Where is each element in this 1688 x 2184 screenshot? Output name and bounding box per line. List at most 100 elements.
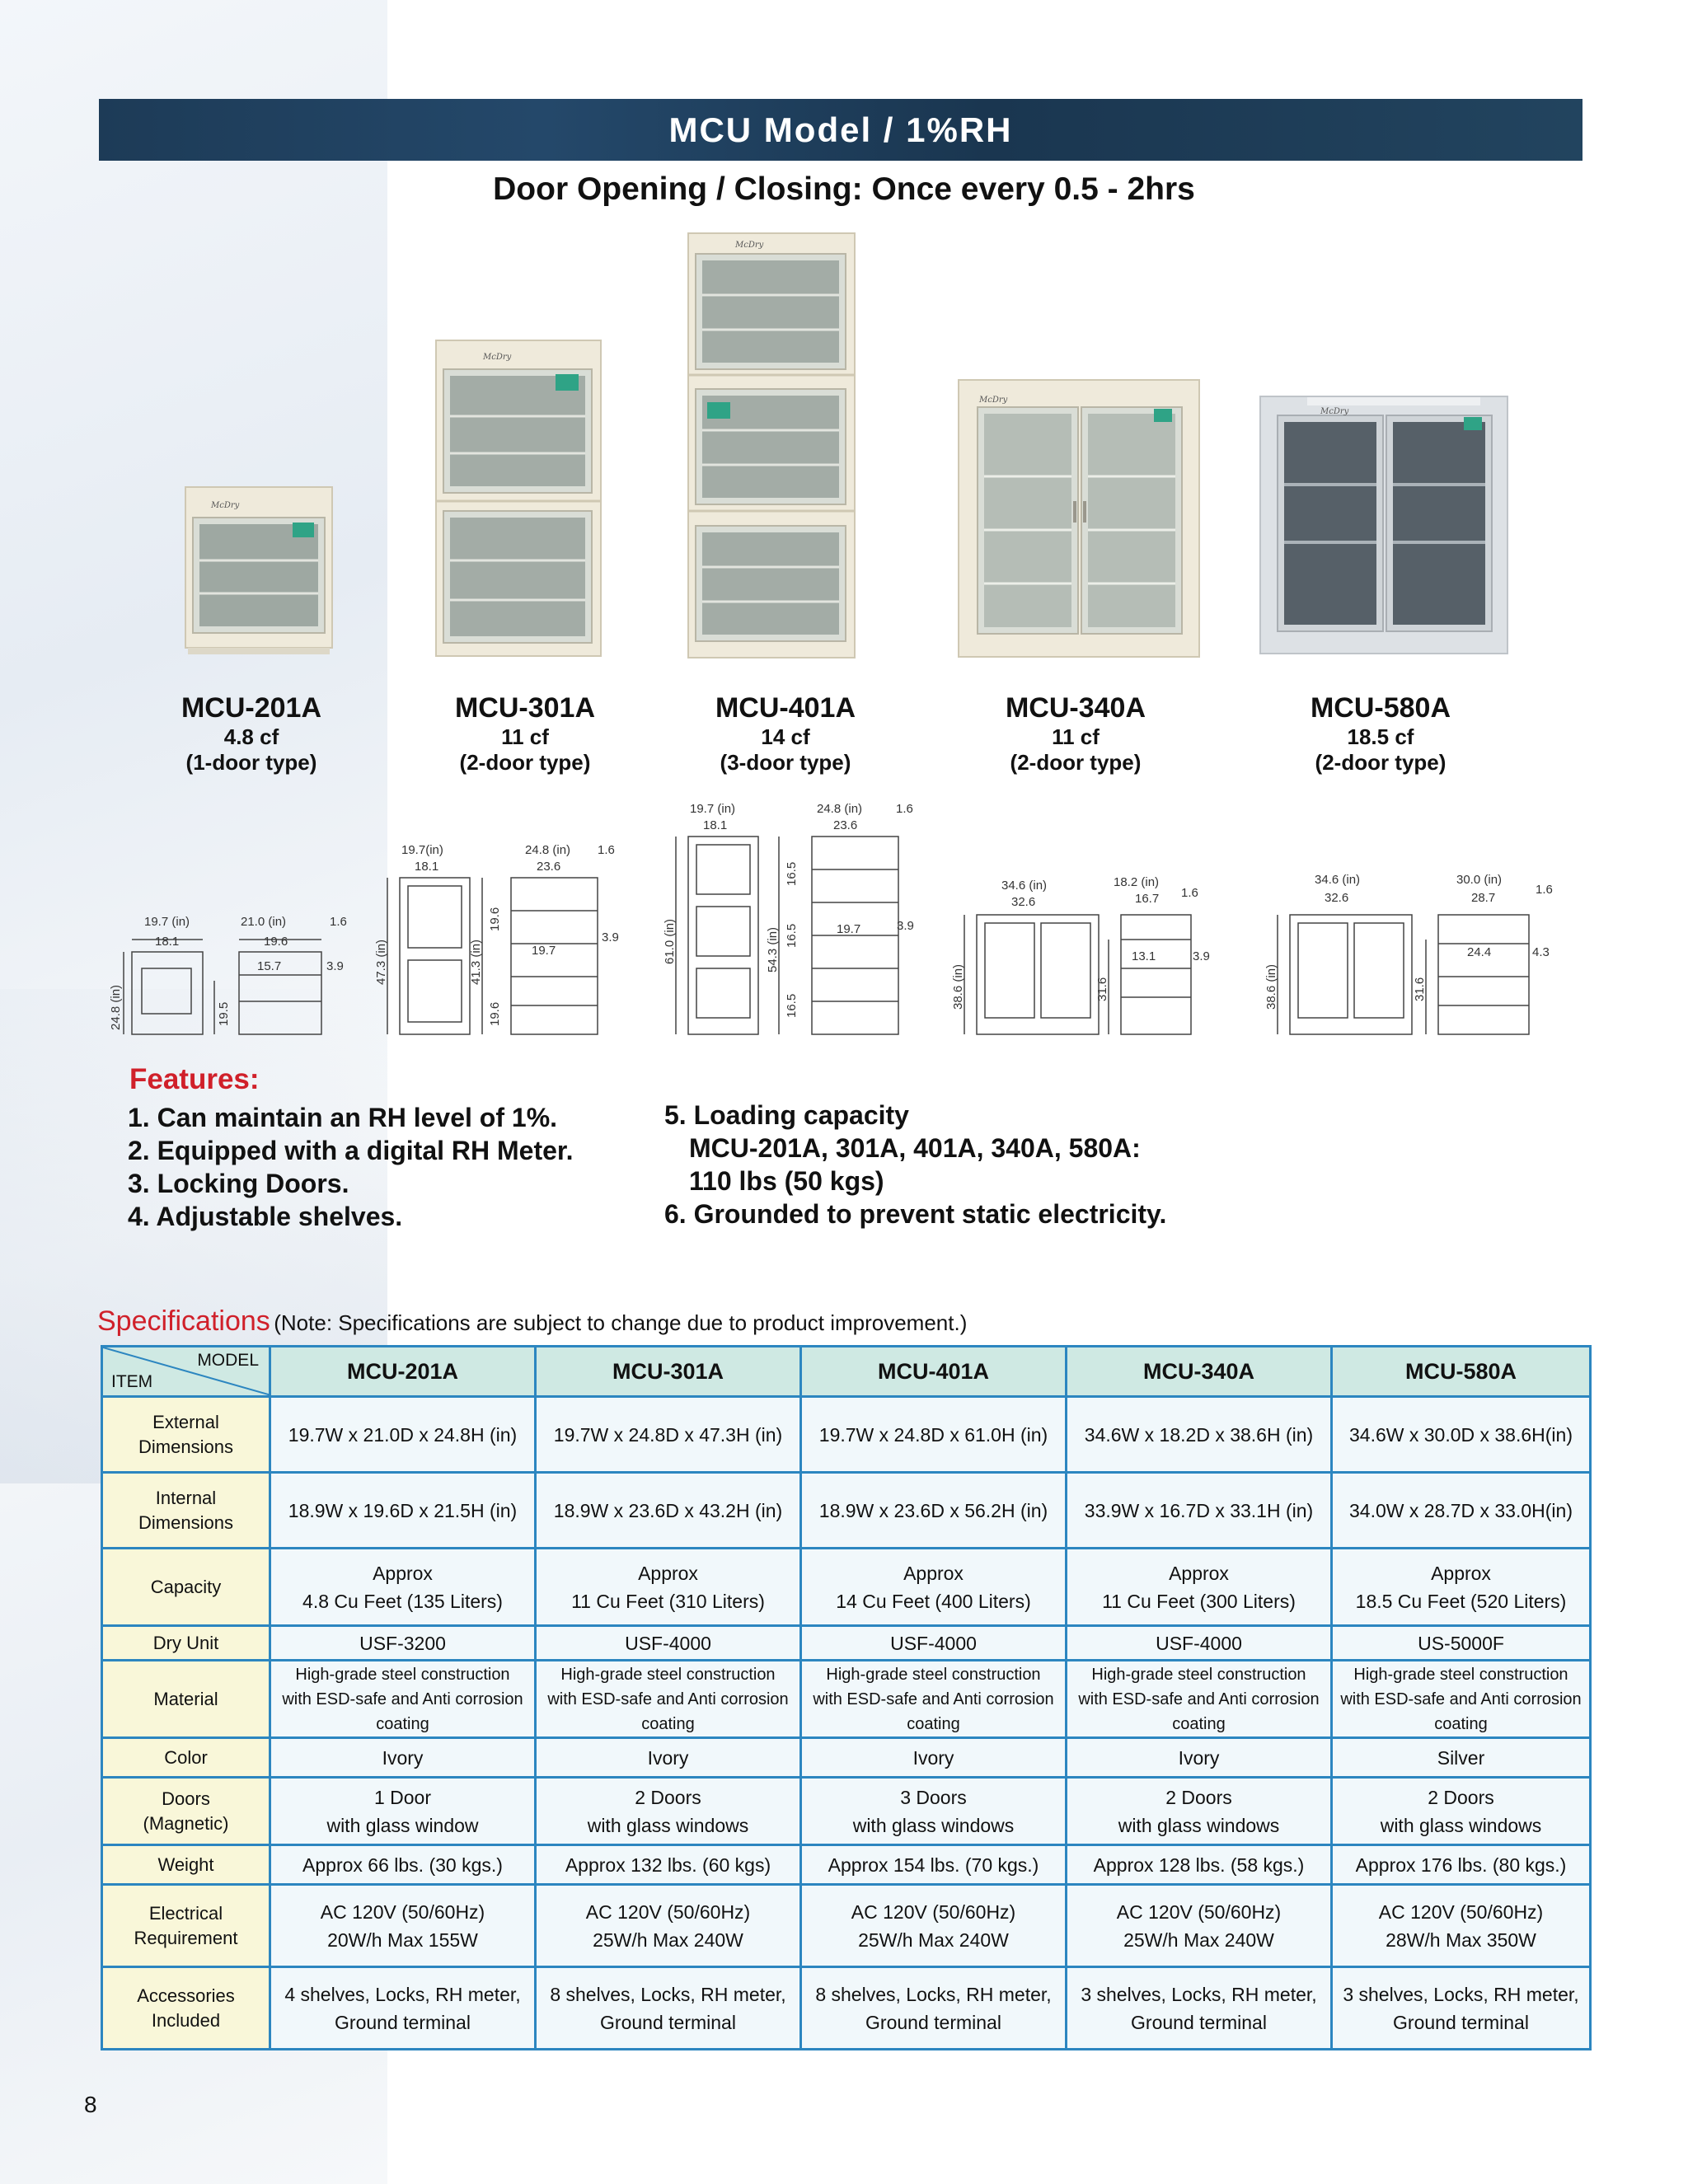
table-cell: US-5000F bbox=[1330, 1624, 1592, 1661]
dim-label: 23.6 bbox=[537, 860, 560, 874]
brand-logo: McDry bbox=[1320, 407, 1349, 416]
cell-line: with ESD-safe and Anti corrosion coating bbox=[282, 1690, 523, 1733]
table-cell: 18.9W x 19.6D x 21.5H (in) bbox=[269, 1471, 537, 1549]
dim-label: 16.7 bbox=[1135, 892, 1159, 906]
cell-line: AC 120V (50/60Hz) bbox=[1116, 1900, 1282, 1923]
table-cell: Approx 154 lbs. (70 kgs.) bbox=[799, 1844, 1067, 1886]
table-cell: AC 120V (50/60Hz)20W/h Max 155W bbox=[269, 1883, 537, 1968]
table-cell: AC 120V (50/60Hz)25W/h Max 240W bbox=[534, 1883, 802, 1968]
model-name: MCU-401A bbox=[715, 692, 856, 724]
cell-line: AC 120V (50/60Hz) bbox=[851, 1900, 1016, 1923]
cell-line: 18.9W x 23.6D x 43.2H (in) bbox=[553, 1499, 783, 1521]
model-capacity: 14 cf bbox=[761, 724, 810, 749]
cell-line: AC 120V (50/60Hz) bbox=[1378, 1900, 1544, 1923]
dim-label: 1.6 bbox=[896, 802, 913, 816]
dim-label: 13.1 bbox=[1132, 949, 1156, 963]
column-header: MCU-580A bbox=[1330, 1345, 1592, 1398]
cell-line: 25W/h Max 240W bbox=[593, 1929, 743, 1951]
table-header-row: MODEL ITEM MCU-201A MCU-301A MCU-401A MC… bbox=[101, 1345, 1592, 1398]
cabinet-image-mcu-340a: McDry bbox=[958, 379, 1200, 658]
dim-label: 38.6 (in) bbox=[951, 964, 965, 1010]
row-label-line: Accessories bbox=[137, 1985, 235, 2006]
cell-line: 3 shelves, Locks, RH meter, bbox=[1081, 1983, 1317, 2005]
dim-label: 41.3 (in) bbox=[469, 940, 483, 985]
specifications-heading: Specifications (Note: Specifications are… bbox=[97, 1305, 967, 1338]
cell-line: USF-4000 bbox=[890, 1632, 977, 1654]
column-header: MCU-340A bbox=[1065, 1345, 1333, 1398]
dim-label: 24.4 bbox=[1467, 945, 1491, 959]
page-title: MCU Model / 1%RH bbox=[668, 110, 1013, 149]
cell-line: Approx 176 lbs. (80 kgs.) bbox=[1355, 1854, 1567, 1876]
table-cell: AC 120V (50/60Hz)28W/h Max 350W bbox=[1330, 1883, 1592, 1968]
model-name: MCU-580A bbox=[1310, 692, 1451, 724]
row-label-line: Color bbox=[164, 1746, 208, 1768]
cell-line: 8 shelves, Locks, RH meter, bbox=[550, 1983, 786, 2005]
cell-line: Ivory bbox=[647, 1746, 689, 1769]
cell-line: 34.0W x 28.7D x 33.0H(in) bbox=[1348, 1499, 1573, 1521]
row-label: Color bbox=[101, 1736, 271, 1779]
cell-line: 2 Doors bbox=[1428, 1786, 1494, 1808]
cell-line: 14 Cu Feet (400 Liters) bbox=[836, 1590, 1031, 1612]
cell-line: with ESD-safe and Anti corrosion coating bbox=[813, 1690, 1054, 1733]
cell-line: USF-4000 bbox=[625, 1632, 711, 1654]
cell-line: 34.6W x 30.0D x 38.6H(in) bbox=[1348, 1423, 1573, 1446]
subtitle: Door Opening / Closing: Once every 0.5 -… bbox=[493, 171, 1195, 207]
dim-label: 3.9 bbox=[1193, 949, 1210, 963]
dim-label: 15.7 bbox=[257, 959, 281, 973]
row-label-line: (Magnetic) bbox=[143, 1812, 229, 1834]
dim-label: 19.6 bbox=[488, 907, 502, 931]
cell-line: with glass windows bbox=[1380, 1814, 1542, 1836]
features-title: Features: bbox=[129, 1063, 260, 1095]
cell-line: 18.5 Cu Feet (520 Liters) bbox=[1355, 1590, 1567, 1612]
row-label: Weight bbox=[101, 1844, 271, 1886]
dim-label: 18.1 bbox=[415, 860, 438, 874]
model-capacity: 11 cf bbox=[501, 724, 549, 749]
row-label-line: Dimensions bbox=[138, 1511, 233, 1533]
dim-label: 19.7 bbox=[532, 944, 556, 958]
cell-line: Approx 66 lbs. (30 kgs.) bbox=[302, 1854, 503, 1876]
feature-item: MCU-201A, 301A, 401A, 340A, 580A: bbox=[689, 1133, 1141, 1163]
row-label: Doors(Magnetic) bbox=[101, 1776, 271, 1846]
dim-label: 30.0 (in) bbox=[1456, 873, 1502, 887]
brand-logo: McDry bbox=[978, 396, 1008, 405]
cell-line: Approx bbox=[638, 1562, 698, 1584]
feature-item: 4. Adjustable shelves. bbox=[128, 1202, 403, 1231]
table-cell: 19.7W x 21.0D x 24.8H (in) bbox=[269, 1395, 537, 1474]
dim-label: 31.6 bbox=[1095, 977, 1109, 1001]
cell-line: 1 Door bbox=[373, 1786, 432, 1808]
dimension-drawing-mcu-340a: 34.6 (in) 32.6 18.2 (in) 1.6 16.7 13.1 3… bbox=[951, 875, 1210, 1035]
brand-logo: McDry bbox=[482, 353, 512, 362]
dim-label: 31.6 bbox=[1413, 977, 1427, 1001]
cell-line: Approx bbox=[903, 1562, 964, 1584]
table-cell: USF-3200 bbox=[269, 1624, 537, 1661]
feature-item: 1. Can maintain an RH level of 1%. bbox=[128, 1103, 558, 1132]
row-label-line: Included bbox=[151, 2009, 221, 2031]
dimension-drawing-mcu-201a: 19.7 (in) 18.1 21.0 (in) 1.6 19.6 15.7 3… bbox=[109, 915, 347, 1035]
dim-label: 18.1 bbox=[703, 818, 727, 832]
dim-label: 19.6 bbox=[488, 1002, 502, 1026]
table-cell: Ivory bbox=[799, 1736, 1067, 1779]
feature-item: 5. Loading capacity bbox=[664, 1100, 909, 1130]
table-cell: 33.9W x 16.7D x 33.1H (in) bbox=[1065, 1471, 1333, 1549]
cell-line: Ivory bbox=[912, 1746, 954, 1769]
feature-item: 6. Grounded to prevent static electricit… bbox=[664, 1199, 1167, 1229]
dim-label: 1.6 bbox=[598, 843, 615, 857]
feature-item: 2. Equipped with a digital RH Meter. bbox=[128, 1136, 574, 1165]
model-type: (2-door type) bbox=[1010, 750, 1142, 775]
table-cell: AC 120V (50/60Hz)25W/h Max 240W bbox=[799, 1883, 1067, 1968]
brand-logo: McDry bbox=[210, 501, 240, 510]
row-label-line: Capacity bbox=[150, 1576, 222, 1597]
cell-line: 3 Doors bbox=[900, 1786, 967, 1808]
cell-line: Silver bbox=[1437, 1746, 1485, 1769]
cell-line: 18.9W x 23.6D x 56.2H (in) bbox=[818, 1499, 1048, 1521]
cell-line: Approx 128 lbs. (58 kgs.) bbox=[1093, 1854, 1305, 1876]
corner-diagonal bbox=[103, 1347, 271, 1395]
dim-label: 3.9 bbox=[897, 919, 914, 933]
cell-line: 19.7W x 24.8D x 61.0H (in) bbox=[818, 1423, 1048, 1446]
